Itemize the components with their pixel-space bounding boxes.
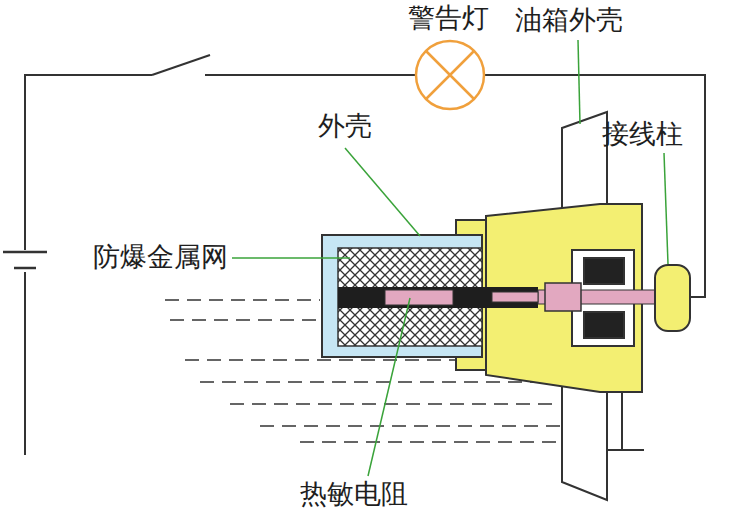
part-label: 防爆金属网 [93,241,228,272]
switch [152,55,210,75]
part-label: 接线柱 [602,118,683,149]
part-label: 油箱外壳 [515,4,623,35]
part-label: 警告灯 [408,2,489,33]
thermistor-assembly [338,283,658,311]
part-label: 热敏电阻 [300,478,408,509]
terminal-post [655,265,690,331]
leader-line [232,40,668,476]
warning-lamp [416,41,484,109]
part-label: 外壳 [318,110,372,141]
